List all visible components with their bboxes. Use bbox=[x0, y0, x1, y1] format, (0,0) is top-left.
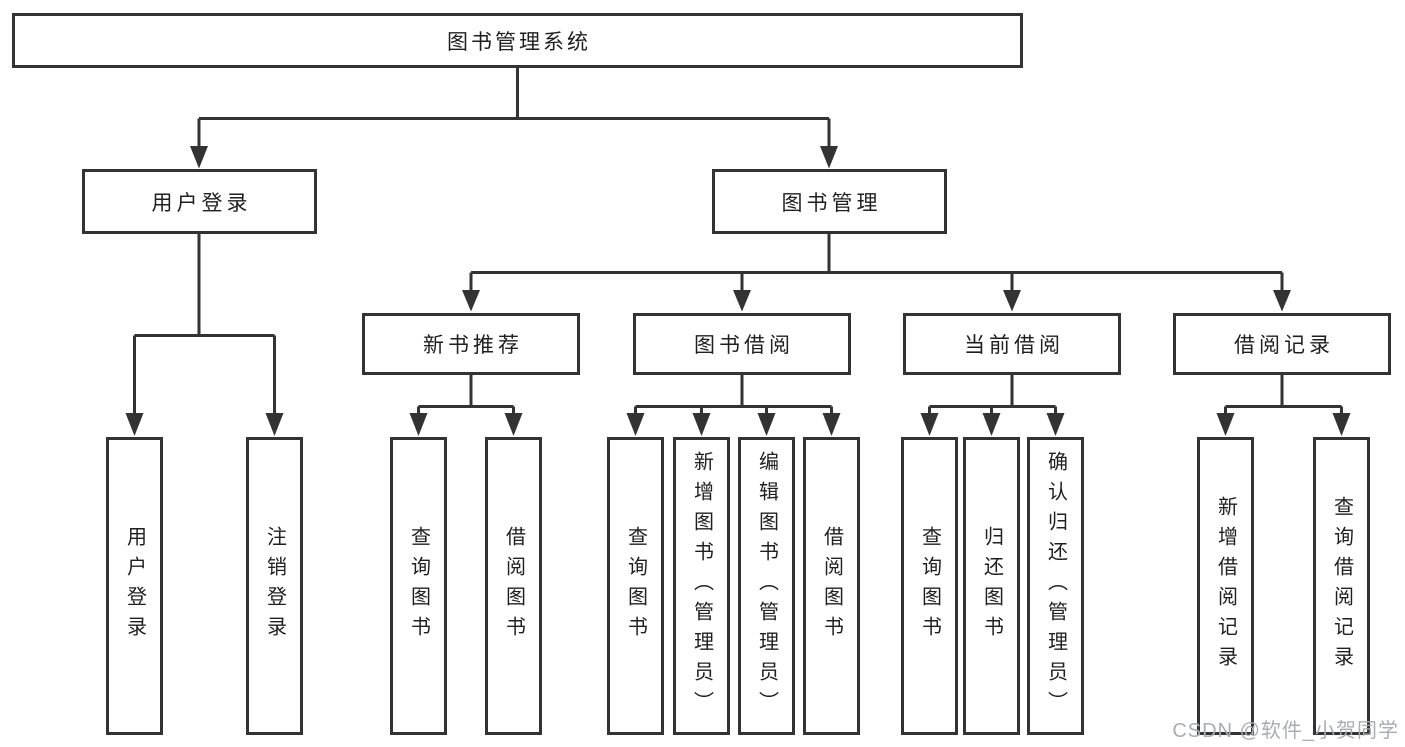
arrowheads bbox=[125, 146, 1351, 436]
node-book-management-module: 图书管理 bbox=[712, 169, 947, 234]
leaf-confirm-return-admin-label: 确认归还（管理员） bbox=[1044, 451, 1067, 721]
leaf-query-books-borrowing: 查询图书 bbox=[607, 437, 664, 735]
csdn-watermark: CSDN @软件_小贺同学 bbox=[1172, 720, 1399, 742]
leaf-query-books-current-label: 查询图书 bbox=[918, 526, 941, 646]
leaf-return-books: 归还图书 bbox=[963, 437, 1020, 735]
node-borrowing-records: 借阅记录 bbox=[1173, 313, 1391, 375]
node-user-login-module-label: 用户登录 bbox=[151, 191, 252, 215]
leaf-return-books-label: 归还图书 bbox=[980, 526, 1003, 646]
node-borrowing-records-label: 借阅记录 bbox=[1234, 334, 1334, 357]
leaf-query-borrow-record-label: 查询借阅记录 bbox=[1330, 496, 1353, 676]
leaf-query-books-recommend: 查询图书 bbox=[390, 437, 447, 735]
node-current-borrowing: 当前借阅 bbox=[903, 313, 1121, 375]
leaf-user-login: 用户登录 bbox=[106, 437, 163, 735]
leaf-query-books-current: 查询图书 bbox=[901, 437, 958, 735]
leaf-edit-books-admin: 编辑图书（管理员） bbox=[738, 437, 795, 735]
node-library-system-label: 图书管理系统 bbox=[447, 30, 591, 54]
leaf-add-books-admin: 新增图书（管理员） bbox=[673, 437, 730, 735]
node-book-management-module-label: 图书管理 bbox=[781, 191, 882, 215]
leaf-borrow-books-borrowing-label: 借阅图书 bbox=[820, 526, 843, 646]
leaf-user-login-label: 用户登录 bbox=[123, 526, 146, 646]
node-book-borrowing: 图书借阅 bbox=[633, 313, 851, 375]
leaf-add-borrow-record-label: 新增借阅记录 bbox=[1214, 496, 1237, 676]
node-library-system: 图书管理系统 bbox=[12, 13, 1023, 68]
node-user-login-module: 用户登录 bbox=[82, 169, 317, 234]
node-new-book-recommend-label: 新书推荐 bbox=[423, 334, 523, 357]
leaf-logout-label: 注销登录 bbox=[263, 526, 286, 646]
leaf-edit-books-admin-label: 编辑图书（管理员） bbox=[755, 451, 778, 721]
leaf-add-borrow-record: 新增借阅记录 bbox=[1197, 437, 1254, 735]
leaf-add-books-admin-label: 新增图书（管理员） bbox=[690, 451, 713, 721]
node-new-book-recommend: 新书推荐 bbox=[362, 313, 580, 375]
leaf-query-books-borrowing-label: 查询图书 bbox=[624, 526, 647, 646]
leaf-logout: 注销登录 bbox=[246, 437, 303, 735]
leaf-query-borrow-record: 查询借阅记录 bbox=[1313, 437, 1370, 735]
node-book-borrowing-label: 图书借阅 bbox=[694, 334, 794, 357]
leaf-borrow-books-borrowing: 借阅图书 bbox=[803, 437, 860, 735]
leaf-borrow-books-recommend-label: 借阅图书 bbox=[502, 526, 525, 646]
leaf-borrow-books-recommend: 借阅图书 bbox=[485, 437, 542, 735]
node-current-borrowing-label: 当前借阅 bbox=[964, 334, 1064, 357]
leaf-query-books-recommend-label: 查询图书 bbox=[407, 526, 430, 646]
leaf-confirm-return-admin: 确认归还（管理员） bbox=[1027, 437, 1084, 735]
